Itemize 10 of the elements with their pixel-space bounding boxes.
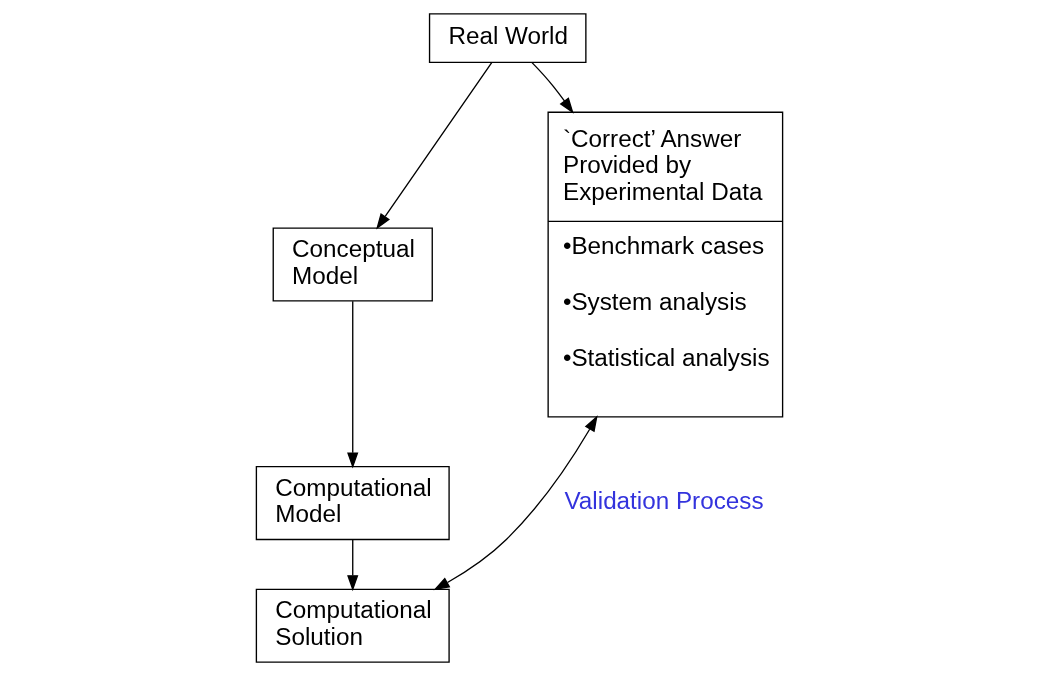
node-box: Computational Solution xyxy=(255,588,450,663)
arrow xyxy=(346,539,358,592)
node-box: Conceptual Model xyxy=(272,227,433,302)
arrow xyxy=(530,61,574,114)
node-box: Computational Model xyxy=(255,466,450,541)
arrow xyxy=(375,61,492,230)
edge-label: Validation Process xyxy=(564,487,764,514)
arrow xyxy=(432,415,598,591)
arrow xyxy=(346,300,358,469)
node-box: Real World xyxy=(428,13,587,64)
